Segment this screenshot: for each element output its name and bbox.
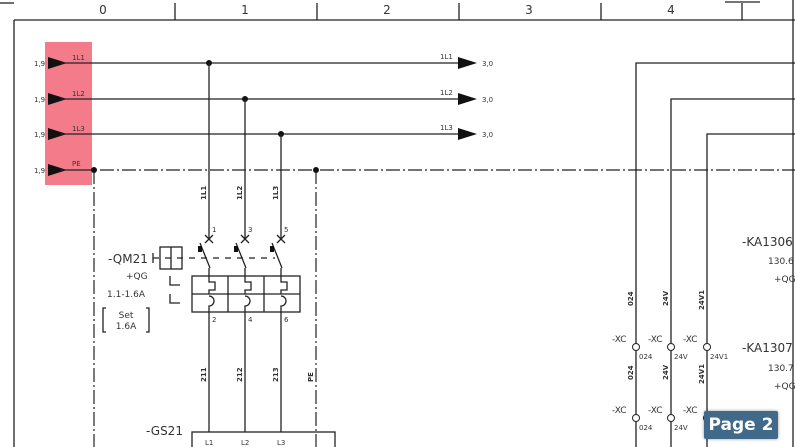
page-number-badge: Page 2	[704, 411, 778, 439]
pin-label: 24V	[674, 353, 688, 361]
wire-label: 24V1	[698, 364, 706, 384]
control-wiring: 024 24V 24V1 024 24V 24V1	[627, 62, 795, 447]
bus-ref: 3,0	[482, 131, 493, 139]
wire-label: 211	[200, 367, 208, 382]
terminal-icon	[667, 343, 675, 351]
pin-label: L1	[205, 439, 213, 447]
terminal-tag: -XC	[612, 406, 627, 416]
cross-ref: 130.7	[768, 364, 794, 374]
column-label: 0	[99, 3, 107, 17]
wire-label: 24V	[662, 364, 670, 380]
current-range: 1.1-1.6A	[107, 290, 146, 300]
bus-label: 1L1	[440, 53, 453, 61]
pin-label: 24V1	[710, 353, 728, 361]
wire-label: 024	[627, 365, 635, 380]
arrow-icon	[48, 57, 67, 69]
device-location: +QG	[774, 275, 795, 285]
wire-label: 212	[236, 367, 244, 382]
device-tag: -QM21	[108, 252, 148, 266]
setting-label: Set	[119, 311, 134, 321]
relay-KA1307[interactable]: -KA1307 130.7 +QG	[742, 341, 795, 392]
arrow-icon	[458, 93, 477, 105]
breaker-feed: 1L1 1L2 1L3	[200, 60, 284, 238]
arrow-icon	[458, 128, 477, 140]
device-location: +QG	[126, 272, 148, 282]
terminal-tag: -XC	[612, 335, 627, 345]
junction-dot	[91, 167, 97, 173]
terminal-tag: -XC	[683, 406, 698, 416]
bus-label: 1L2	[440, 89, 453, 97]
bus-label: 1L3	[440, 124, 453, 132]
breaker-QM21[interactable]: 1 3 5 -QM21 +QG 1.1-1.6A Set 1.6A 2 4 6	[102, 226, 301, 333]
pin-label: L2	[241, 439, 249, 447]
bus-ref: 1,9	[34, 131, 45, 139]
pin-label: 3	[248, 226, 252, 234]
column-label: 1	[241, 3, 249, 17]
bus-1L1[interactable]: 1,9 1L1 1L1 3,0	[34, 53, 493, 69]
wire-label: 213	[272, 367, 280, 382]
setting-value: 1.6A	[116, 322, 137, 332]
junction-dot	[313, 167, 319, 173]
bus-ref: 3,0	[482, 60, 493, 68]
device-tag: -KA1307	[742, 341, 793, 355]
cross-ref: 130.6	[768, 257, 794, 267]
device-GS21[interactable]: -GS21 L1 L2 L3	[146, 424, 336, 447]
wire-label: PE	[307, 372, 315, 382]
bus-label: 1L1	[72, 54, 85, 62]
relay-KA1306[interactable]: -KA1306 130.6 +QG	[742, 235, 795, 285]
terminal-tag: -XC	[648, 335, 663, 345]
breaker-output: 211 212 213 PE	[200, 312, 315, 432]
device-tag: -GS21	[146, 424, 183, 438]
device-tag: -KA1306	[742, 235, 793, 249]
bus-ref: 3,0	[482, 96, 493, 104]
bus-label: 1L3	[72, 125, 85, 133]
pin-label: 2	[212, 316, 216, 324]
column-label: 4	[667, 3, 675, 17]
wire-label: 024	[627, 291, 635, 306]
wire-label: 1L3	[272, 186, 280, 200]
column-label: 3	[525, 3, 533, 17]
arrow-icon	[48, 93, 67, 105]
arrow-icon	[48, 128, 67, 140]
terminal-tag: -XC	[648, 406, 663, 416]
bus-ref: 1,9	[34, 167, 45, 175]
wire-label: 24V	[662, 290, 670, 306]
bus-PE[interactable]: 1,9 PE	[34, 160, 795, 447]
arrow-icon	[48, 164, 67, 176]
bus-label: PE	[72, 160, 81, 168]
wire-label: 24V1	[698, 290, 706, 310]
column-label: 2	[383, 3, 391, 17]
bus-label: 1L2	[72, 90, 85, 98]
pin-label: 024	[639, 353, 653, 361]
terminal-row-2[interactable]: -XC -XC -XC 024 24V	[612, 406, 711, 432]
terminal-icon	[632, 414, 640, 422]
wire-label: 1L1	[200, 186, 208, 200]
pin-label: 1	[212, 226, 216, 234]
pin-label: L3	[277, 439, 285, 447]
bus-ref: 1,9	[34, 96, 45, 104]
pin-label: 4	[248, 316, 253, 324]
pin-label: 24V	[674, 424, 688, 432]
wire-label: 1L2	[236, 186, 244, 200]
pin-label: 5	[284, 226, 288, 234]
bus-1L3[interactable]: 1,9 1L3 1L3 3,0	[34, 124, 493, 140]
terminal-icon	[703, 343, 711, 351]
pin-label: 6	[284, 316, 289, 324]
terminal-row-1[interactable]: -XC -XC -XC 024 24V 24V1	[612, 335, 728, 361]
terminal-tag: -XC	[683, 335, 698, 345]
arrow-icon	[458, 57, 477, 69]
terminal-icon	[667, 414, 675, 422]
bus-1L2[interactable]: 1,9 1L2 1L2 3,0	[34, 89, 493, 105]
terminal-icon	[632, 343, 640, 351]
pin-label: 024	[639, 424, 653, 432]
bus-ref: 1,9	[34, 60, 45, 68]
device-location: +QG	[774, 382, 795, 392]
